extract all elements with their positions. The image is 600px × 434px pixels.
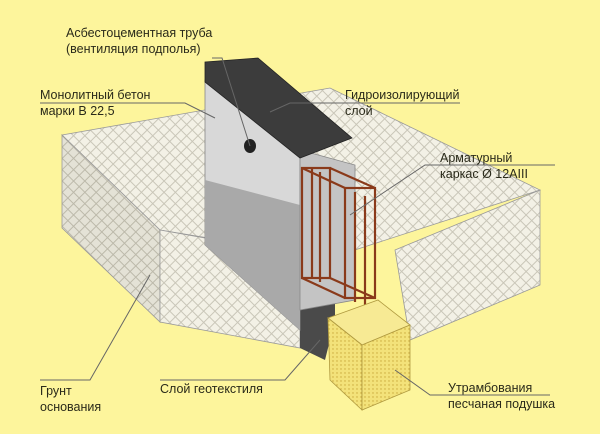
label-sand-line2: песчаная подушка <box>448 397 556 411</box>
label-soil: Грунт основания <box>40 383 101 415</box>
label-waterproof-line1: Гидроизолирующий <box>345 88 460 102</box>
sand-side <box>361 324 411 411</box>
label-pipe-line2: (вентиляция подполья) <box>66 42 201 56</box>
label-rebar-line2: каркас Ø 12AIII <box>440 167 528 181</box>
label-waterproof-line2: слой <box>345 104 373 118</box>
label-geotextile-line1: Слой геотекстиля <box>160 382 263 396</box>
label-rebar: Арматурный каркас Ø 12AIII <box>440 150 528 182</box>
rebar-cage <box>300 166 377 306</box>
label-sand-line1: Утрамбования <box>448 381 533 395</box>
label-soil-line1: Грунт <box>40 384 72 398</box>
label-soil-line2: основания <box>40 400 102 414</box>
leader-lines <box>40 57 555 396</box>
label-concrete-line1: Монолитный бетон <box>40 88 151 102</box>
soil-front-right <box>394 189 541 341</box>
label-concrete-line2: марки В 22,5 <box>40 104 115 118</box>
label-concrete: Монолитный бетон марки В 22,5 <box>40 87 150 119</box>
label-sand: Утрамбования песчаная подушка <box>448 380 555 412</box>
concrete-wall-lower <box>205 180 300 330</box>
label-pipe-line1: Асбестоцементная труба <box>66 26 213 40</box>
label-geotextile: Слой геотекстиля <box>160 381 263 397</box>
label-waterproof: Гидроизолирующий слой <box>345 87 459 119</box>
label-pipe: Асбестоцементная труба (вентиляция подпол… <box>66 25 212 57</box>
label-rebar-line1: Арматурный <box>440 151 513 165</box>
